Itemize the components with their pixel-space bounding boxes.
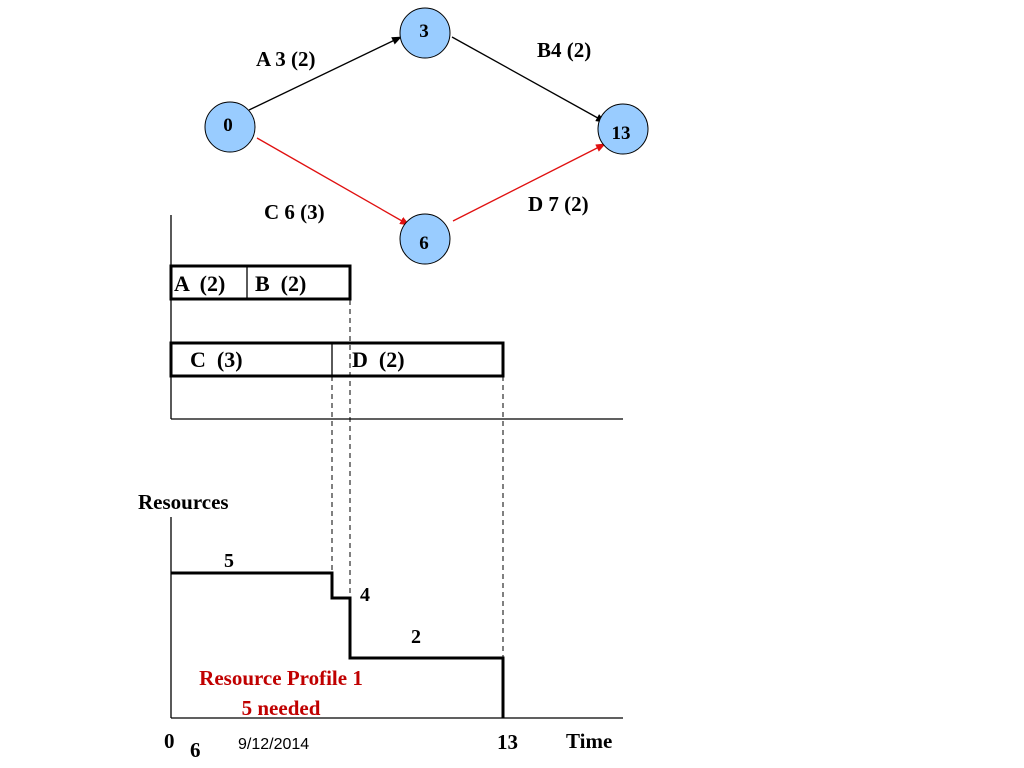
node-start [204, 101, 256, 153]
node-start-label: 0 [223, 115, 233, 136]
profile-step-line [171, 571, 505, 718]
edge-c-label: C 6 (3) [264, 200, 325, 224]
resource-profile: Resources 5 4 2 Resource Profile 1 5 nee… [138, 490, 623, 754]
gantt-bar-a-label: A (2) [174, 271, 225, 296]
slide-footer: 9/12/2014 6 [190, 736, 309, 762]
gantt-bar-cd [169, 341, 505, 378]
footer-page-number: 6 [190, 738, 201, 762]
activity-network: 0 3 6 13 A 3 (2) B4 (2) C 6 (3) D 7 (2) [204, 7, 649, 265]
footer-date: 9/12/2014 [238, 736, 309, 753]
edge-b-arrow [451, 36, 606, 123]
profile-x-tick-0: 0 [164, 729, 175, 753]
node-end [597, 103, 649, 155]
edge-a-label: A 3 (2) [256, 47, 316, 71]
time-guides [331, 300, 504, 658]
edge-b-label: B4 (2) [537, 38, 591, 62]
profile-x-label: Time [566, 729, 612, 753]
gantt-bar-c-label: C (3) [190, 347, 243, 372]
gantt-chart: A (2) B (2) C (3) D (2) [169, 215, 623, 420]
node-end-label: 13 [612, 123, 631, 144]
profile-y-label: Resources [138, 490, 229, 514]
gantt-bar-ab [169, 264, 352, 301]
node-after-c [399, 213, 451, 265]
edge-d-arrow [452, 143, 606, 222]
profile-level-4: 4 [360, 584, 370, 606]
profile-caption-line2: 5 needed [242, 696, 321, 720]
node-after-a [399, 7, 451, 59]
node-after-c-label: 6 [419, 233, 429, 254]
profile-level-5: 5 [224, 550, 234, 572]
gantt-bar-b-label: B (2) [255, 271, 306, 296]
profile-x-tick-13: 13 [497, 730, 518, 754]
edge-c-arrow [256, 137, 410, 226]
profile-caption-line1: Resource Profile 1 [199, 666, 363, 690]
node-after-a-label: 3 [419, 21, 429, 42]
profile-level-2: 2 [411, 626, 421, 648]
gantt-bar-d-label: D (2) [352, 347, 405, 372]
edge-d-label: D 7 (2) [528, 192, 589, 216]
edge-a-arrow [248, 36, 402, 111]
